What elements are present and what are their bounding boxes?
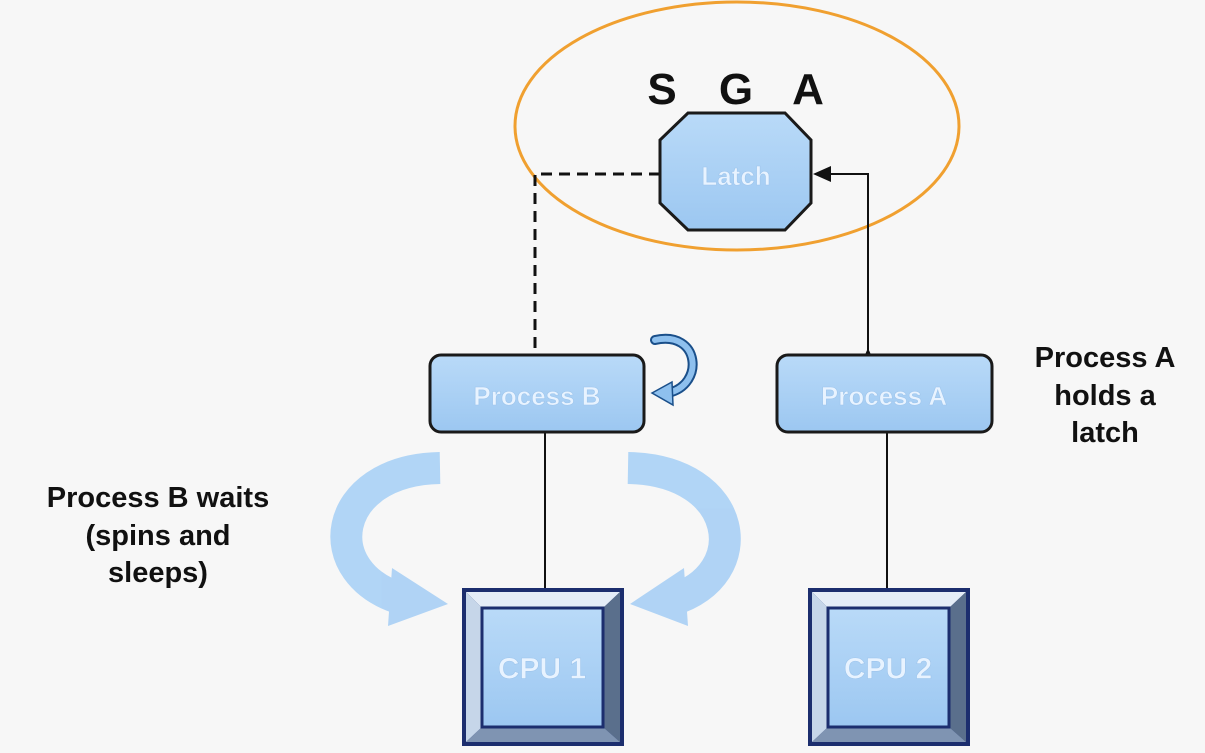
process-b-caption: Process B waits (spins and sleeps) — [8, 480, 308, 593]
process-b-caption-line: sleeps) — [108, 557, 208, 590]
process-b-label: Process B — [473, 381, 600, 411]
cpu1-chip — [462, 588, 624, 746]
process-a-box — [775, 353, 994, 434]
right-spin-arrow-icon — [627, 452, 741, 626]
cpu2-label: CPU 2 — [844, 653, 932, 686]
process-a-label: Process A — [821, 381, 947, 411]
latch-label: Latch — [701, 161, 770, 191]
waiting-connector — [533, 172, 660, 356]
latch-octagon — [658, 111, 813, 232]
process-b-caption-line: Process B waits — [46, 482, 270, 514]
sga-letter-a: A — [792, 65, 824, 114]
left-spin-arrow-icon — [330, 452, 448, 626]
process-a-caption-line: latch — [1071, 417, 1139, 450]
cpu1-label: CPU 1 — [498, 653, 586, 686]
sga-letter-g: G — [719, 65, 753, 114]
process-b-box — [428, 353, 646, 434]
cpu2-chip — [808, 588, 970, 746]
process-a-caption-line: Process A — [1034, 342, 1176, 374]
process-b-caption-line: (spins and — [85, 519, 231, 552]
process-a-caption-line: holds a — [1054, 379, 1156, 412]
holding-connector — [813, 166, 876, 366]
process-a-caption: Process A holds a latch — [1010, 340, 1200, 453]
sga-ellipse — [513, 0, 961, 252]
sga-letter-s: S — [647, 65, 676, 114]
spin-arrow-icon — [650, 333, 698, 407]
